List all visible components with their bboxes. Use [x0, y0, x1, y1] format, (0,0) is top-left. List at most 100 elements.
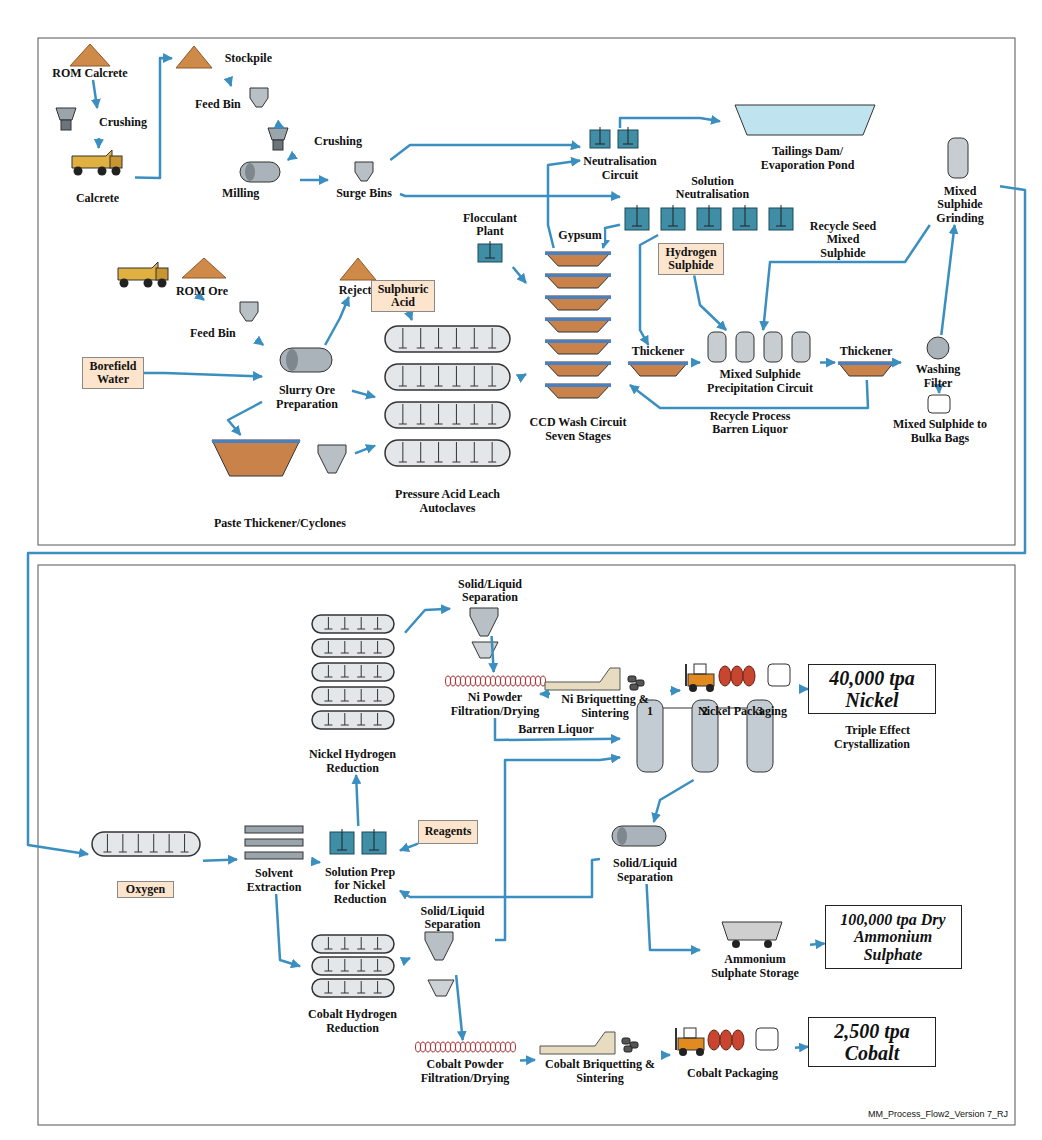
flow-connector: [144, 373, 262, 376]
thickener: [628, 362, 688, 376]
shape: [470, 404, 478, 424]
node-label: Hydrogen Sulphide: [664, 246, 718, 273]
process-unit: Nickel Packaging: [680, 660, 805, 718]
node-label: Feed Bin: [195, 98, 241, 111]
shape: [764, 940, 772, 948]
haul-truck: [72, 150, 122, 176]
shape: [456, 1042, 461, 1052]
flow-connector: [694, 275, 726, 330]
tank-number: 3: [755, 705, 765, 718]
shape: [421, 1042, 426, 1052]
process-unit: Cobalt Powder Filtration/Drying: [410, 1040, 520, 1085]
node-label: Borefield Water: [88, 360, 138, 387]
flow-connector: [228, 78, 231, 86]
forklift: [676, 1028, 704, 1056]
shape: [312, 663, 394, 681]
shape: [545, 252, 611, 266]
shape: [240, 302, 258, 321]
flow-connector: [400, 194, 620, 197]
shape: [466, 676, 471, 686]
process-unit: Washing Filter: [901, 335, 975, 390]
process-unit: Mixed Sulphide to Bulka Bags: [885, 393, 995, 445]
shape: [374, 959, 382, 971]
vessel: [708, 332, 726, 362]
autoclave: [312, 663, 394, 681]
flow-connector: [941, 225, 954, 335]
shape: [385, 326, 510, 352]
shape: [426, 1042, 431, 1052]
flow-connector: [288, 156, 293, 160]
node-label: Solution Neutralisation: [668, 175, 758, 202]
node-label: Mixed Sulphide Grinding: [930, 185, 990, 225]
autoclave: [385, 402, 510, 428]
process-unit: Triple Effect Crystallization: [620, 695, 910, 780]
shape: [134, 834, 142, 852]
product-box: 40,000 tpa Nickel: [808, 664, 936, 714]
flow-connector: [352, 391, 375, 397]
shape: [472, 642, 498, 658]
shape: [496, 676, 501, 686]
shape: [511, 1042, 516, 1052]
shape: [72, 150, 112, 168]
process-unit: Milling: [222, 160, 300, 200]
shape: [731, 666, 743, 686]
flow-connector: [456, 975, 463, 1040]
shape: [776, 226, 786, 227]
flow-connector: [276, 894, 300, 966]
shape: [385, 402, 510, 428]
shape: [735, 105, 875, 135]
bulk-bag: [768, 664, 790, 686]
flow-connector: [276, 124, 284, 128]
process-unit: Neutralisation Circuit: [580, 128, 660, 182]
shape: [526, 676, 531, 686]
shape: [708, 332, 726, 362]
shape: [461, 1042, 466, 1052]
flow-connector: [540, 693, 550, 696]
node-label: Ni Powder Filtration/Drying: [445, 691, 545, 718]
shape: [369, 850, 379, 851]
shape: [545, 296, 611, 310]
vessel: [948, 138, 968, 178]
autoclave: [385, 326, 510, 352]
shape: [545, 296, 611, 299]
shape: [506, 676, 511, 686]
shape: [119, 834, 127, 852]
shape: [324, 689, 332, 701]
shape: [685, 664, 687, 686]
shape: [628, 127, 629, 144]
hopper: [428, 980, 454, 996]
flow-connector: [495, 757, 620, 940]
shape: [545, 274, 611, 277]
node-label: Calcrete: [76, 192, 119, 205]
autoclave: [312, 639, 394, 657]
shape: [684, 1028, 696, 1038]
shape: [431, 1042, 436, 1052]
shape: [399, 328, 407, 348]
thickener: [838, 362, 894, 376]
shape: [250, 88, 268, 107]
shape: [312, 711, 394, 729]
flow-connector: [97, 138, 100, 148]
node-label: Ni Briquetting & Sintering: [550, 693, 660, 720]
reagent-box: Sulphuric Acid: [371, 280, 435, 313]
shape: [324, 641, 332, 653]
shape: [628, 362, 688, 365]
flow-connector: [640, 235, 658, 345]
flow-connector: [647, 884, 700, 950]
shape: [732, 940, 740, 948]
reagent-box: Reagents: [418, 820, 478, 844]
flow-label: Recycle Process Barren Liquor: [698, 410, 802, 437]
agitated-tank: [590, 127, 610, 148]
shape: [471, 1042, 476, 1052]
shape: [536, 676, 541, 686]
flow-connector: [300, 179, 328, 182]
shape: [545, 668, 620, 690]
flow-connector: [897, 361, 901, 364]
shape: [286, 349, 298, 371]
shape: [312, 615, 394, 633]
shape: [466, 1042, 471, 1052]
node-label: CCD Wash Circuit Seven Stages: [528, 416, 628, 443]
shape: [461, 676, 466, 686]
shape: [357, 641, 365, 653]
